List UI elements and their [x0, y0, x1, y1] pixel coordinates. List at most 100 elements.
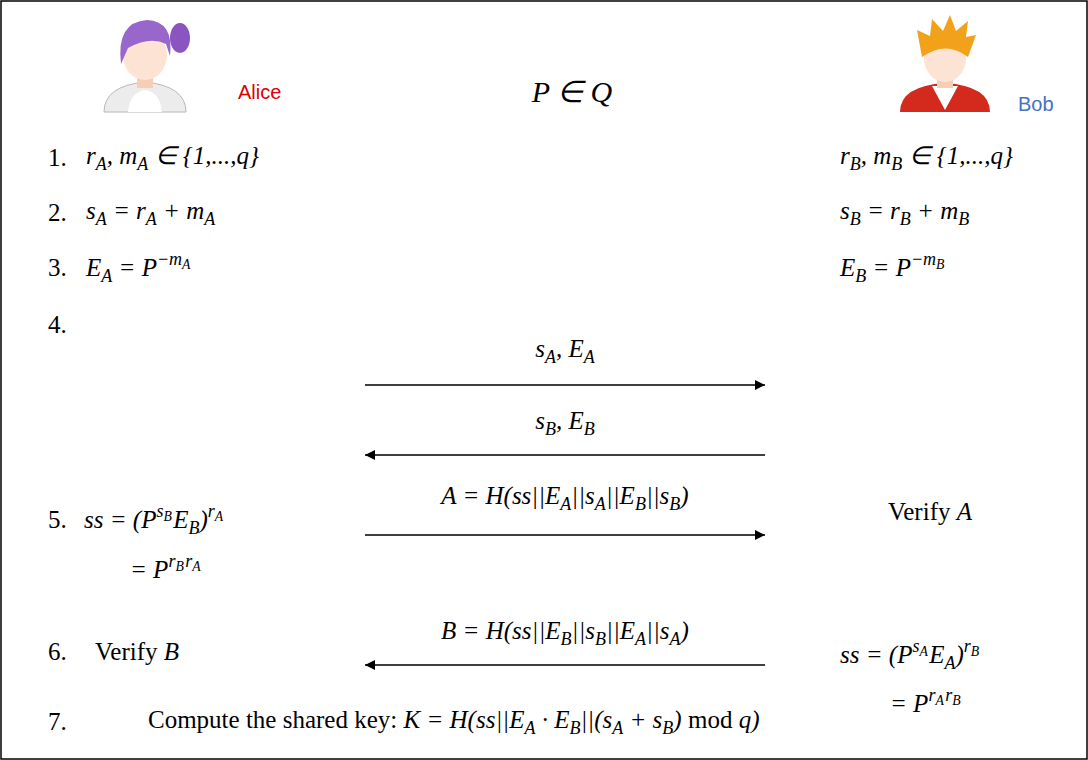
math-run: s	[535, 335, 545, 362]
math-run: E	[173, 506, 188, 533]
math-run: r	[185, 551, 192, 571]
verify-note: Verify B	[95, 637, 179, 667]
actor-name: Bob	[1018, 92, 1054, 116]
math-run: , E	[556, 407, 584, 434]
math-run: ∈ {1,...,q}	[148, 142, 259, 169]
math-run: B	[900, 209, 911, 229]
message-arrow	[365, 384, 765, 386]
math-run: ||E	[606, 482, 635, 509]
math-run: Compute the shared key:	[148, 706, 404, 733]
math-run: B	[561, 629, 572, 649]
actor-name: Alice	[238, 80, 281, 104]
math-run: s	[156, 501, 163, 521]
math-run: r	[86, 142, 96, 169]
shared-key-formula: Compute the shared key: K = H(ss||E A · E…	[148, 705, 759, 739]
math-run: ||s	[572, 617, 595, 644]
math-run: A	[182, 256, 190, 271]
math-run: mod	[688, 706, 732, 733]
math-expression: ss = (PsAEA)rB	[840, 636, 981, 675]
alice-avatar	[104, 20, 190, 112]
math-run: = P	[130, 556, 168, 583]
math-run: A	[96, 154, 107, 174]
math-run: A	[957, 498, 972, 525]
step-number: 4.	[48, 310, 67, 340]
step-number: 5.	[48, 505, 67, 535]
math-run: )	[673, 706, 688, 733]
math-run: B	[584, 419, 595, 439]
math-run: , m	[107, 142, 138, 169]
math-run: B	[850, 209, 861, 229]
math-run: ||E	[606, 617, 635, 644]
math-run: r	[208, 501, 215, 521]
math-run: E	[929, 641, 944, 668]
math-run: A	[635, 629, 646, 649]
math-run: B	[569, 718, 580, 738]
math-run: B	[175, 559, 183, 574]
math-run: B	[189, 518, 200, 538]
math-run: · E	[535, 706, 569, 733]
math-run: + m	[157, 197, 204, 224]
math-run: )	[681, 617, 689, 644]
math-run: B	[891, 154, 902, 174]
message-label: B = H(ss||EB||sB||EA||sA)	[441, 616, 689, 650]
message-label: sB, EB	[535, 406, 595, 440]
math-run: B	[545, 419, 556, 439]
math-run: B	[669, 494, 680, 514]
math-run: ∈ {1,...,q}	[902, 142, 1013, 169]
verify-note: Verify A	[888, 497, 972, 527]
math-run: B	[936, 256, 944, 271]
math-expression: sA = rA + mA	[86, 196, 215, 230]
math-run: = r	[107, 197, 146, 224]
math-run: B	[635, 494, 646, 514]
math-run: A	[101, 266, 112, 286]
math-run: , E	[556, 335, 584, 362]
math-run: A	[215, 508, 223, 523]
math-run: r	[168, 551, 175, 571]
message-label: A = H(ss||EA||sA||EB||sB)	[441, 481, 688, 515]
math-run: s	[86, 197, 96, 224]
math-run: A	[612, 718, 623, 738]
actor-node: Bob	[765, 12, 1070, 687]
math-run: s	[535, 407, 545, 434]
bob-avatar	[900, 15, 990, 112]
math-run: −m	[911, 249, 936, 269]
math-run: = P	[112, 254, 157, 281]
math-run: Verify	[95, 638, 164, 665]
actor-node: Alice	[20, 12, 365, 687]
math-run: q)	[732, 706, 759, 733]
math-run: B	[662, 718, 673, 738]
math-run: B	[952, 693, 960, 708]
math-run: A	[945, 653, 956, 673]
math-run: A	[560, 494, 571, 514]
math-expression: = PrArB	[890, 685, 962, 719]
message-arrow	[365, 534, 765, 536]
avatar-ponytail	[170, 23, 190, 53]
avatar-hair	[917, 15, 976, 57]
math-run: ||s	[646, 482, 669, 509]
math-run: B	[971, 643, 979, 658]
math-run: s	[912, 636, 919, 656]
math-run: A = H(ss||E	[441, 482, 560, 509]
math-run: B	[850, 154, 861, 174]
math-run: E	[840, 254, 855, 281]
math-run: + m	[911, 197, 958, 224]
math-run: A	[96, 209, 107, 229]
math-run: Verify	[888, 498, 957, 525]
math-expression: sB = rB + mB	[840, 196, 969, 230]
math-run: ss = (P	[840, 641, 912, 668]
math-run: B	[595, 629, 606, 649]
math-expression: = PrBrA	[130, 551, 202, 585]
math-run: E	[86, 254, 101, 281]
math-run: B	[958, 209, 969, 229]
math-run: r	[928, 685, 935, 705]
math-run: A	[146, 209, 157, 229]
message-label: sA, EA	[535, 334, 595, 368]
math-run: = r	[861, 197, 900, 224]
math-run: A	[584, 347, 595, 367]
math-run: ||s	[646, 617, 669, 644]
step-number: 1.	[48, 143, 67, 173]
step-number: 6.	[48, 637, 67, 667]
math-run: K = H(ss||E	[404, 706, 525, 733]
math-run: r	[945, 685, 952, 705]
